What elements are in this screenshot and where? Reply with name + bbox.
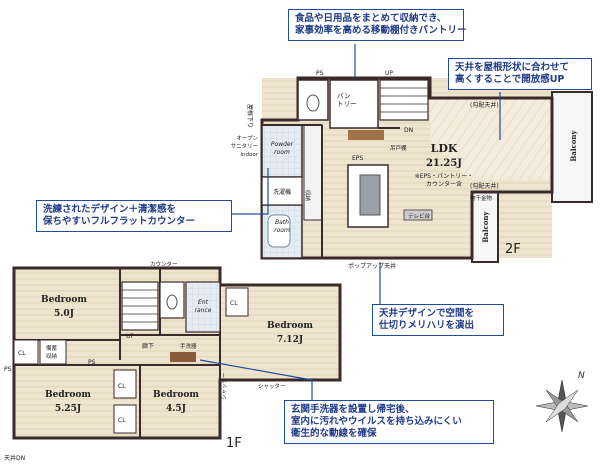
callout-pantry-line-2: 家事効率を高める移動棚付きパントリー xyxy=(295,25,467,36)
counter-1f-label: カウンター xyxy=(150,260,178,268)
ldk-note-2: カウンター含 xyxy=(426,180,462,188)
floor-label-2f: 2F xyxy=(505,242,521,257)
callout-entrance-sink: 玄関手洗器を設置し帰宅後、 室内に汚れやウイルスを持ち込みにくい 衛生的な動線を… xyxy=(284,400,494,444)
bedroom4-name: Bedroom xyxy=(153,390,199,400)
ps-label-1f-2: PS xyxy=(88,359,96,366)
laundry-area xyxy=(261,176,303,206)
callout-entrance-sink-line-3: 衛生的な動線を確保 xyxy=(291,428,377,439)
shutter-label-2: シャッター xyxy=(220,372,228,400)
bath-room-label-2: room xyxy=(274,227,290,234)
stairs-2f xyxy=(379,79,429,121)
entrance-label-2: rance xyxy=(195,307,212,314)
wall-cabinet-label: 吊戸棚 xyxy=(390,144,407,152)
bedroom3-size: 5.25J xyxy=(55,404,81,414)
powder-room-label: Powder xyxy=(271,141,294,148)
tv-stand-label: テレビ台 xyxy=(408,212,431,220)
bedroom4-size: 4.5J xyxy=(166,404,186,414)
callout-pantry: 食品や日用品をまとめて収納でき、 家事効率を高める移動棚付きパントリー xyxy=(288,9,467,41)
closet-label-3: CL xyxy=(118,383,126,390)
up-label: UP xyxy=(385,70,393,77)
laundry-label: 洗濯機 xyxy=(273,188,291,196)
ldk-size: 21.25J xyxy=(426,158,462,169)
callout-counter-line-2: 保ちやすいフルフラットカウンター xyxy=(43,216,196,227)
powder-room-label-2: room xyxy=(274,149,290,156)
bedroom2-size: 7.12J xyxy=(277,335,303,345)
pantry-room xyxy=(329,79,379,129)
entrance-sink xyxy=(170,352,196,362)
pantry-label-2: トリー xyxy=(337,100,357,108)
balcony-lower-label: Balcony xyxy=(481,210,490,242)
hall-label: 廊下 xyxy=(142,342,154,350)
floor-label-1f: 1F xyxy=(226,436,242,451)
compass-rose xyxy=(535,379,589,433)
closet-bedroom3 xyxy=(113,369,137,399)
ldk-name: LDK xyxy=(431,142,458,155)
bedroom1-size: 5.0J xyxy=(54,309,74,319)
callout-leader-lines xyxy=(199,44,501,408)
stockpile-label-2: 収納 xyxy=(46,352,58,360)
rafter-label-2: (勾配天井) xyxy=(470,182,499,190)
rafter-label: (勾配天井) xyxy=(470,101,499,109)
dn-label: DN xyxy=(404,127,413,134)
first-floor-outer-wall xyxy=(12,266,342,440)
closet-bedroom2 xyxy=(225,287,249,317)
eps-label: EPS xyxy=(352,155,363,162)
kitchen-sink xyxy=(359,174,381,216)
toilet-1f-icon xyxy=(166,294,178,310)
callout-ceiling-design-line-1: 天井デザインで空間を xyxy=(379,308,475,319)
toilet-2f-icon xyxy=(306,94,320,112)
bath-room-label: Bath xyxy=(275,219,289,226)
powder-room xyxy=(261,124,303,178)
bedroom3-name: Bedroom xyxy=(45,390,91,400)
closet-label-1: CL xyxy=(18,350,26,357)
callout-ceiling-design-line-2: 仕切りメリハリを演出 xyxy=(379,320,475,331)
callout-ceiling-line-1: 天井を屋根形状に合わせて xyxy=(455,62,570,73)
bathtub-icon xyxy=(267,214,291,248)
callout-entrance-sink-line-1: 玄関手洗器を設置し帰宅後、 xyxy=(291,404,415,415)
roof-lower-label: 屋根下り xyxy=(246,104,254,128)
compass-north-label: N xyxy=(578,371,585,381)
bedroom1-name: Bedroom xyxy=(41,295,87,305)
first-floor-plan xyxy=(12,266,342,440)
ldk-note-1: ※EPS・パントリー・ xyxy=(415,173,474,180)
sanitary-label-3: Indoor xyxy=(240,152,258,158)
callout-counter: 洗練されたデザイン＋清潔感を 保ちやすいフルフラットカウンター xyxy=(36,200,232,232)
closet-label-4: CL xyxy=(118,417,126,424)
sink-label: 手洗器 xyxy=(180,342,197,350)
callout-ceiling: 天井を屋根形状に合わせて 高くすることで開放感UP xyxy=(448,58,592,90)
bedroom2-name: Bedroom xyxy=(267,321,313,331)
sanitary-label-1: オープン xyxy=(236,135,258,142)
callout-ceiling-line-2: 高くすることで開放感UP xyxy=(455,74,565,85)
entrance-floor xyxy=(185,281,221,333)
stockpile-storage xyxy=(39,339,67,365)
second-floor-plan xyxy=(260,76,593,263)
stockpile-label: 備蓄 xyxy=(46,344,58,352)
balcony-upper xyxy=(551,91,593,203)
callout-counter-line-1: 洗練されたデザイン＋清潔感を xyxy=(43,204,177,215)
up-label-1f: UP xyxy=(126,333,134,340)
attic-label: 天井DN xyxy=(4,454,25,462)
vaulted-ceiling-area xyxy=(430,98,552,180)
shutter-label-1: シャッター xyxy=(258,382,286,390)
callout-entrance-sink-line-2: 室内に汚れやウイルスを持ち込みにくい xyxy=(291,416,462,427)
balcony-upper-label: Balcony xyxy=(569,129,578,161)
entrance-label: Ent xyxy=(198,299,209,306)
sanitary-label-2: サニタリー xyxy=(230,142,258,150)
popup-ceiling-label: ポップアップ天井 xyxy=(348,262,396,270)
ps-label-2f: PS xyxy=(316,70,324,77)
storage-label: 収納 xyxy=(304,190,312,202)
ps-label-1f: PS xyxy=(4,366,12,373)
callout-ceiling-design: 天井デザインで空間を 仕切りメリハリを演出 xyxy=(372,304,504,336)
closet-bedroom1 xyxy=(13,339,39,365)
closet-bedroom4 xyxy=(113,404,137,434)
sanitary-storage xyxy=(303,124,323,221)
pantry-label: パン xyxy=(337,92,350,100)
callout-pantry-line-1: 食品や日用品をまとめて収納でき、 xyxy=(295,13,447,24)
closet-label-2: CL xyxy=(230,300,238,307)
hanger-label: 物干金物 xyxy=(470,194,493,202)
eps-shaft xyxy=(348,130,384,140)
tv-stand xyxy=(403,209,433,221)
